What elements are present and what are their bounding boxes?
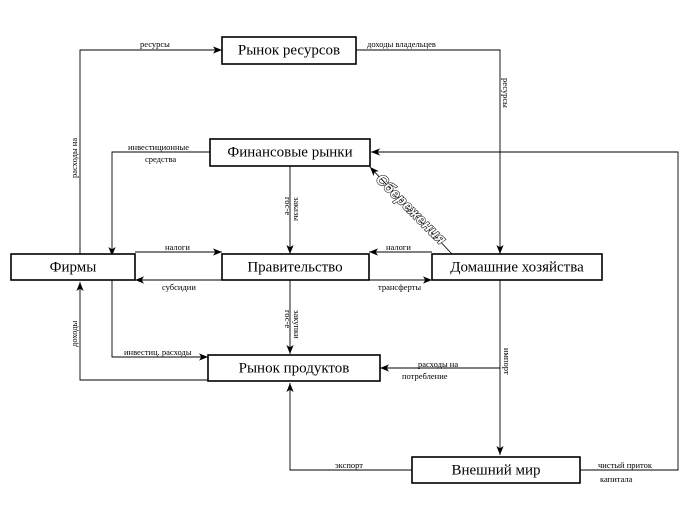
label-taxes-households: налоги bbox=[386, 242, 411, 252]
label-owner-income: доходы владельцев bbox=[367, 39, 436, 49]
label-net-capital-line1: чистый приток bbox=[598, 460, 653, 470]
label-taxes-firms: налоги bbox=[165, 242, 190, 252]
node-households-label: Домашние хозяйства bbox=[450, 259, 584, 275]
label-resources-right: ресурсы bbox=[501, 78, 511, 108]
node-external-world: Внешний мир bbox=[411, 456, 581, 484]
flow-export bbox=[286, 383, 412, 471]
node-resource-market: Рынок ресурсов bbox=[221, 36, 357, 65]
label-consumption-line2: потребление bbox=[402, 371, 448, 381]
label-subsidies: субсидии bbox=[162, 282, 196, 292]
node-financial-markets: Финансовые рынки bbox=[209, 138, 371, 167]
node-financial-markets-label: Финансовые рынки bbox=[227, 144, 352, 160]
label-investment-funds-line2: средства bbox=[145, 154, 176, 164]
label-gov-purchases-line2: закупки bbox=[292, 310, 302, 339]
flow-financial-to-firms bbox=[108, 151, 210, 256]
node-households: Домашние хозяйства bbox=[431, 253, 603, 281]
node-firms: Фирмы bbox=[10, 253, 136, 281]
label-consumption-line1: расходы на bbox=[418, 359, 458, 369]
flow-households-to-financial bbox=[369, 166, 453, 255]
label-net-capital-line2: капитала bbox=[600, 474, 633, 484]
node-firms-label: Фирмы bbox=[50, 259, 97, 275]
label-gov-orders-top-line2: заказы bbox=[292, 197, 302, 221]
flow-resource-market-to-households bbox=[356, 49, 504, 254]
node-external-world-label: Внешний мир bbox=[451, 462, 540, 478]
label-transfers: трансферты bbox=[378, 282, 421, 292]
node-product-market-label: Рынок продуктов bbox=[239, 360, 350, 376]
flow-firm-revenue bbox=[76, 282, 208, 381]
label-export: экспорт bbox=[335, 460, 363, 470]
label-import: импорт bbox=[502, 348, 512, 375]
flow-consumption bbox=[380, 280, 501, 372]
label-gov-purchases-line1: гос-е bbox=[283, 310, 293, 328]
flow-investment-expenses bbox=[111, 280, 208, 361]
label-savings: Сбережения bbox=[372, 171, 449, 248]
node-government-label: Правительство bbox=[247, 259, 342, 275]
flow-firms-to-resource-market bbox=[79, 46, 222, 256]
flow-net-capital-inflow bbox=[371, 148, 679, 471]
label-resources: ресурсы bbox=[140, 39, 170, 49]
label-firm-expenses: расходы на bbox=[69, 138, 79, 178]
node-government: Правительство bbox=[221, 253, 370, 281]
label-investment-funds-line1: инвестиционные bbox=[128, 142, 189, 152]
label-investment-expenses: инвестиц. расходы bbox=[124, 347, 192, 357]
label-firm-income: доходы bbox=[69, 320, 79, 347]
label-gov-orders-top-line1: гос-е bbox=[283, 197, 293, 215]
node-product-market: Рынок продуктов bbox=[207, 354, 381, 382]
node-resource-market-label: Рынок ресурсов bbox=[238, 42, 340, 58]
